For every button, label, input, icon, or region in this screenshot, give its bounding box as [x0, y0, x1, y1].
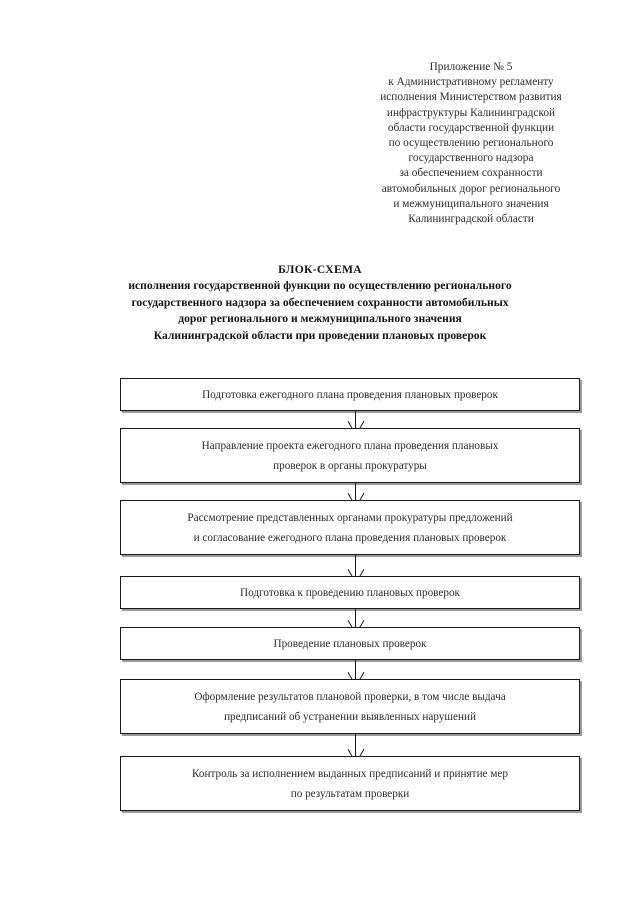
- flowchart-node-4: Подготовка к проведению плановых проверо…: [120, 576, 580, 609]
- down-arrow-icon: [349, 609, 362, 627]
- flowchart-node-label: Подготовка ежегодного плана проведения п…: [202, 388, 498, 401]
- appendix-header-line: Калининградской области: [408, 213, 534, 226]
- page-title-subtitle-line: государственного надзора за обеспечением…: [131, 295, 509, 309]
- appendix-header-line: Приложение № 5: [429, 61, 513, 73]
- arrow-shaft: [355, 734, 357, 756]
- flowchart-node-label: Направление проекта ежегодного плана про…: [201, 439, 499, 472]
- flowchart-node-7: Контроль за исполнением выданных предпис…: [120, 756, 580, 811]
- down-arrow-icon: [349, 660, 362, 679]
- flowchart-node-2: Направление проекта ежегодного плана про…: [120, 428, 580, 483]
- flowchart-node-label: Рассмотрение представленных органами про…: [187, 511, 513, 544]
- flowchart-node-label: Оформление результатов плановой проверки…: [194, 690, 506, 723]
- appendix-header: Приложение № 5 к Административному регла…: [330, 60, 612, 227]
- down-arrow-icon: [349, 483, 362, 500]
- arrow-shaft: [355, 609, 357, 627]
- appendix-header-line: инфраструктуры Калининградской: [386, 106, 556, 119]
- down-arrow-icon: [349, 411, 362, 428]
- arrow-shaft: [355, 660, 357, 679]
- flowchart-node-label: Проведение плановых проверок: [273, 637, 427, 650]
- page-title-subtitle-line: исполнения государственной функции по ос…: [128, 279, 512, 293]
- page-title-subtitle-line: Калининградской области при проведении п…: [153, 328, 487, 342]
- page-title-subtitle-line: дорог регионального и межмуниципального …: [178, 312, 462, 326]
- appendix-header-line: государственного надзора: [408, 152, 534, 165]
- flowchart-node-label: Контроль за исполнением выданных предпис…: [192, 767, 508, 800]
- page-title-heading: БЛОК-СХЕМА: [278, 263, 362, 276]
- appendix-header-line: исполнения Министерством развития: [380, 91, 562, 104]
- down-arrow-icon: [349, 555, 362, 576]
- appendix-header-line: за обеспечением сохранности: [399, 167, 543, 180]
- down-arrow-icon: [349, 734, 362, 756]
- arrow-shaft: [355, 555, 357, 576]
- appendix-header-line: и межмуниципального значения: [393, 197, 549, 210]
- appendix-header-line: по осуществлению регионального: [388, 137, 554, 150]
- flowchart-node-6: Оформление результатов плановой проверки…: [120, 679, 580, 734]
- flowchart-node-3: Рассмотрение представленных органами про…: [120, 500, 580, 555]
- appendix-header-line: области государственной функции: [387, 121, 555, 134]
- appendix-header-line: автомобильных дорог регионального: [381, 182, 561, 195]
- flowchart-node-5: Проведение плановых проверок: [120, 627, 580, 660]
- flowchart-node-1: Подготовка ежегодного плана проведения п…: [120, 378, 580, 411]
- page-title: БЛОК-СХЕМА исполнения государственной фу…: [40, 262, 600, 344]
- flowchart-node-label: Подготовка к проведению плановых проверо…: [240, 586, 460, 599]
- appendix-header-line: к Административному регламенту: [388, 76, 554, 89]
